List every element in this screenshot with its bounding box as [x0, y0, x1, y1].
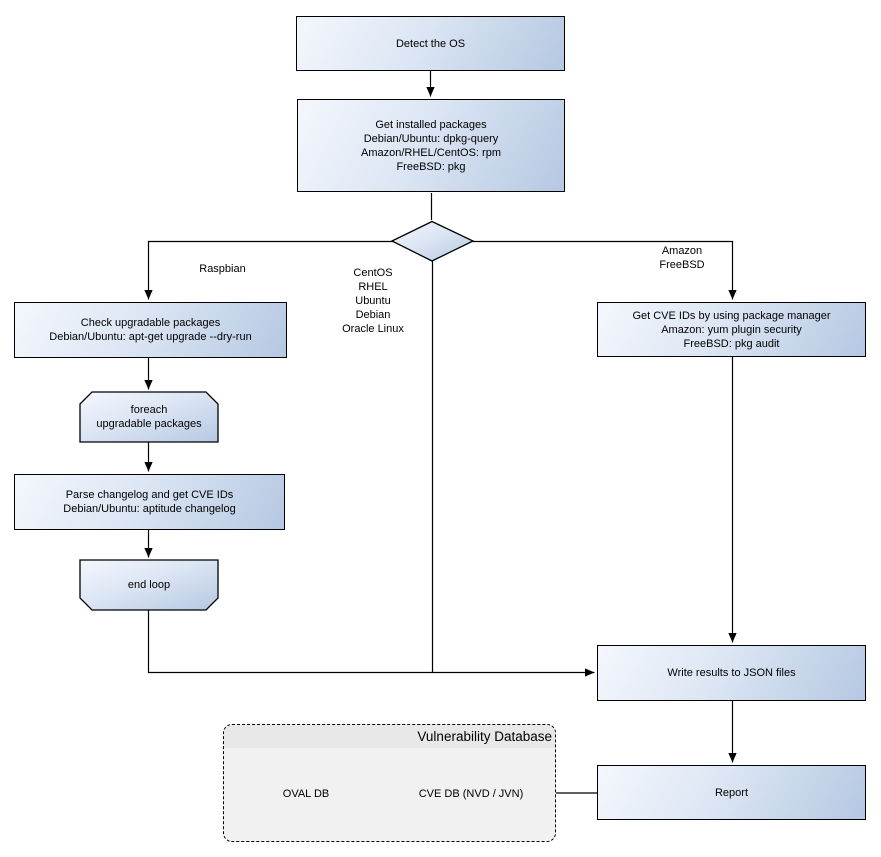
- branch-label-line: Ubuntu: [355, 295, 391, 307]
- branch-label-line: Oracle Linux: [342, 323, 404, 335]
- branch-label-line: FreeBSD: [659, 259, 705, 271]
- foreach-loop-shape: [79, 391, 219, 443]
- end-loop-shape: [79, 559, 219, 611]
- edge-endloop-to-writeresults: [147, 610, 595, 677]
- node-report: Report: [597, 765, 866, 820]
- node-label: Detect the OS: [395, 37, 466, 50]
- node-line: Get CVE IDs by using package manager: [632, 309, 831, 322]
- branch-label-line: Amazon: [661, 245, 703, 257]
- branch-label-middle-os-list: CentOS RHEL Ubuntu Debian Oracle Linux: [327, 266, 419, 336]
- vulnerability-database-container: Vulnerability Database: [223, 724, 556, 842]
- vulnerability-database-header: Vulnerability Database: [224, 725, 555, 748]
- node-line: Debian/Ubuntu: apt-get upgrade --dry-run: [49, 331, 252, 343]
- edge-decision-to-checkupgradable: [144, 240, 393, 300]
- node-label: Report: [714, 786, 749, 799]
- node-detect-os: Detect the OS: [296, 16, 565, 71]
- node-write-results: Write results to JSON files: [597, 645, 866, 701]
- node-parse-changelog: Parse changelog and get CVE IDs Debian/U…: [14, 474, 285, 530]
- branch-label-raspbian: Raspbian: [199, 263, 246, 275]
- node-line: Debian/Ubuntu: dpkg-query: [363, 132, 499, 145]
- branch-label-amazon-freebsd: Amazon FreeBSD: [638, 244, 726, 272]
- node-get-cve-ids: Get CVE IDs by using package manager Ama…: [597, 302, 866, 357]
- vulnerability-database-title: Vulnerability Database: [417, 729, 552, 744]
- node-line: FreeBSD: pkg audit: [683, 337, 780, 350]
- node-line: FreeBSD: pkg: [396, 160, 466, 173]
- node-line: Debian/Ubuntu: aptitude changelog: [63, 503, 236, 515]
- branch-label-line: RHEL: [358, 281, 388, 293]
- node-check-upgradable-packages: Check upgradable packages Debian/Ubuntu:…: [14, 302, 287, 358]
- node-line: Check upgradable packages: [80, 317, 221, 329]
- node-label: Write results to JSON files: [667, 667, 796, 679]
- branch-label-line: Debian: [355, 309, 391, 321]
- node-line: Amazon/RHEL/CentOS: rpm: [361, 146, 501, 159]
- branch-label-line: CentOS: [353, 267, 393, 279]
- node-line: Get installed packages: [375, 118, 487, 131]
- node-line: Parse changelog and get CVE IDs: [65, 489, 234, 501]
- edge-decision-to-getcve: [472, 240, 737, 300]
- decision-diamond: [390, 220, 475, 262]
- node-line: Amazon: yum plugin security: [661, 323, 802, 336]
- node-get-installed-packages: Get installed packages Debian/Ubuntu: dp…: [297, 99, 565, 192]
